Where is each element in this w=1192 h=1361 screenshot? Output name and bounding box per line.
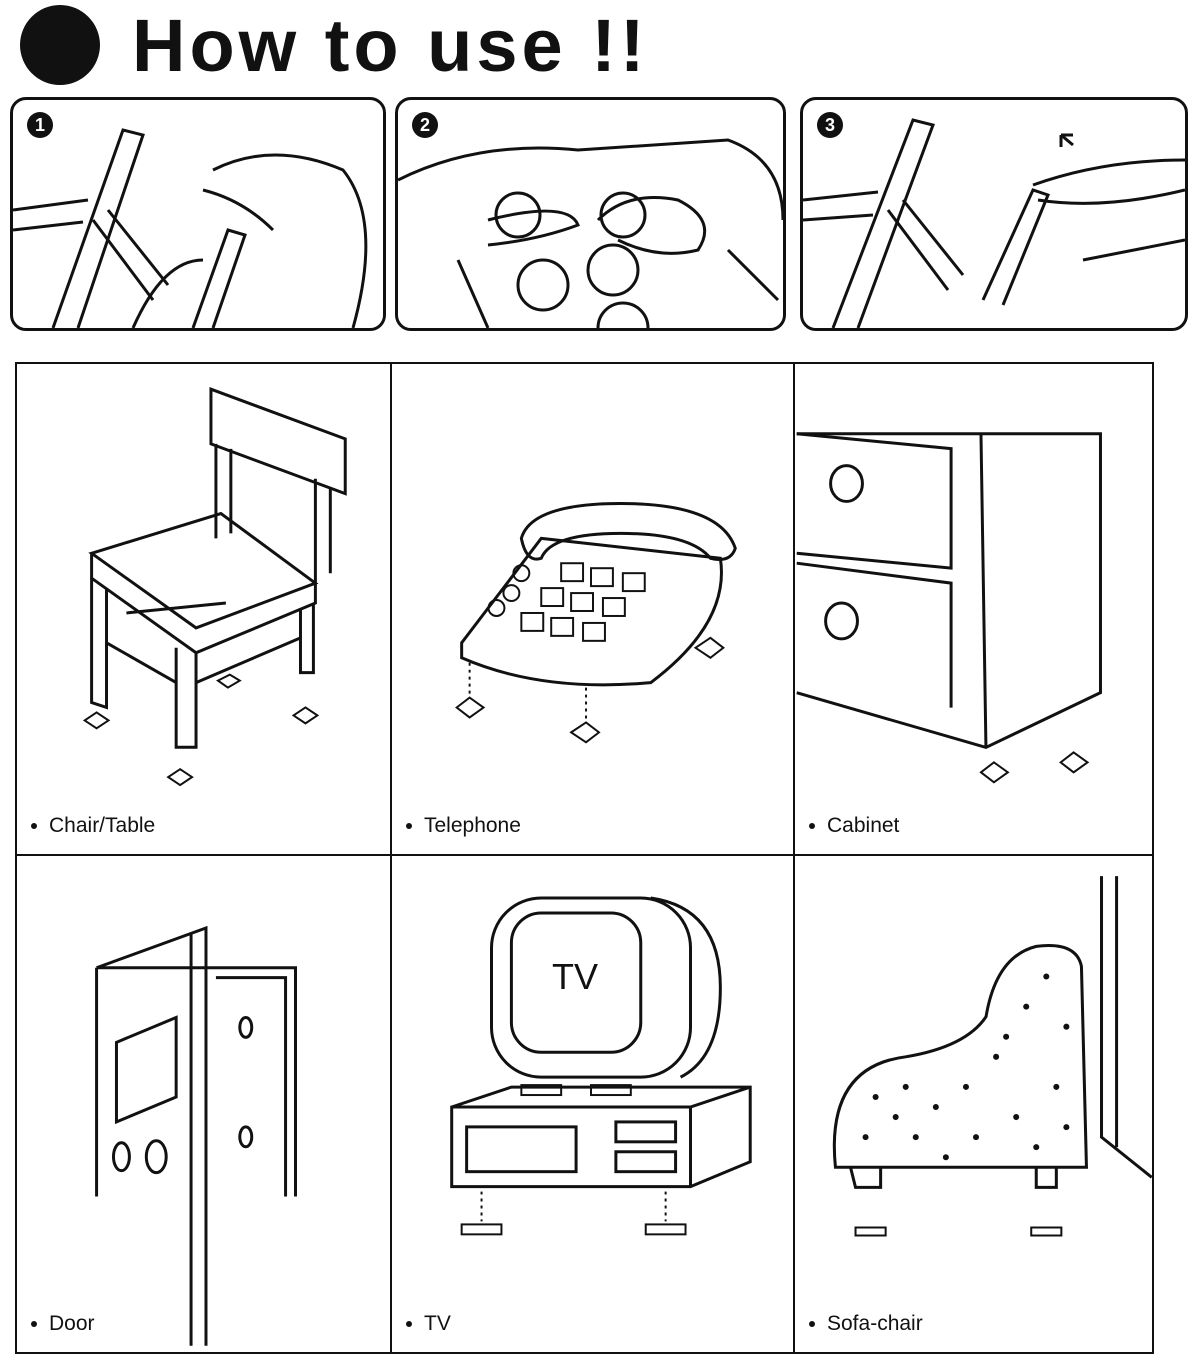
- sofa-chair-illustration: [832, 876, 1152, 1237]
- telephone-illustration: [455, 502, 737, 744]
- item-chair-table: Chair/Table: [17, 364, 392, 856]
- bullet-icon: [809, 823, 815, 829]
- item-label: TV: [406, 1312, 451, 1336]
- item-tv: TV TV: [392, 856, 795, 1352]
- item-label: Sofa-chair: [809, 1312, 923, 1336]
- item-sofa-chair: Sofa-chair: [795, 856, 1152, 1352]
- page-title: How to use !!: [132, 3, 649, 87]
- item-label: Cabinet: [809, 814, 899, 838]
- usage-grid: Chair/Table Telephone Cabinet Door: [15, 362, 1154, 1354]
- bullet-icon: [406, 823, 412, 829]
- item-label: Chair/Table: [31, 814, 155, 838]
- bullet-icon: [31, 1321, 37, 1327]
- bullet-icon: [31, 823, 37, 829]
- step-1-panel: 1: [10, 97, 386, 331]
- item-telephone: Telephone: [392, 364, 795, 856]
- clean-chair-leg-illustration: [13, 128, 368, 328]
- step-number: 3: [817, 112, 843, 138]
- door-illustration: [95, 925, 297, 1346]
- step-2-panel: 2: [395, 97, 786, 331]
- cabinet-illustration: [796, 432, 1102, 784]
- item-door: Door: [17, 856, 392, 1352]
- item-label: Door: [31, 1312, 95, 1336]
- bullet-icon: [406, 1321, 412, 1327]
- chair-illustration: [82, 387, 347, 787]
- step-3-panel: 3: [800, 97, 1188, 331]
- bullet-icon: [809, 1321, 815, 1327]
- tv-screen-text: TV: [552, 956, 599, 997]
- header: How to use !!: [20, 0, 649, 90]
- peel-pad-illustration: [398, 138, 783, 328]
- bullet-circle-icon: [20, 5, 100, 85]
- item-label: Telephone: [406, 814, 521, 838]
- item-cabinet: Cabinet: [795, 364, 1152, 856]
- step-number: 1: [27, 112, 53, 138]
- apply-pad-illustration: [803, 118, 1185, 328]
- tv-illustration: [450, 896, 752, 1236]
- step-number: 2: [412, 112, 438, 138]
